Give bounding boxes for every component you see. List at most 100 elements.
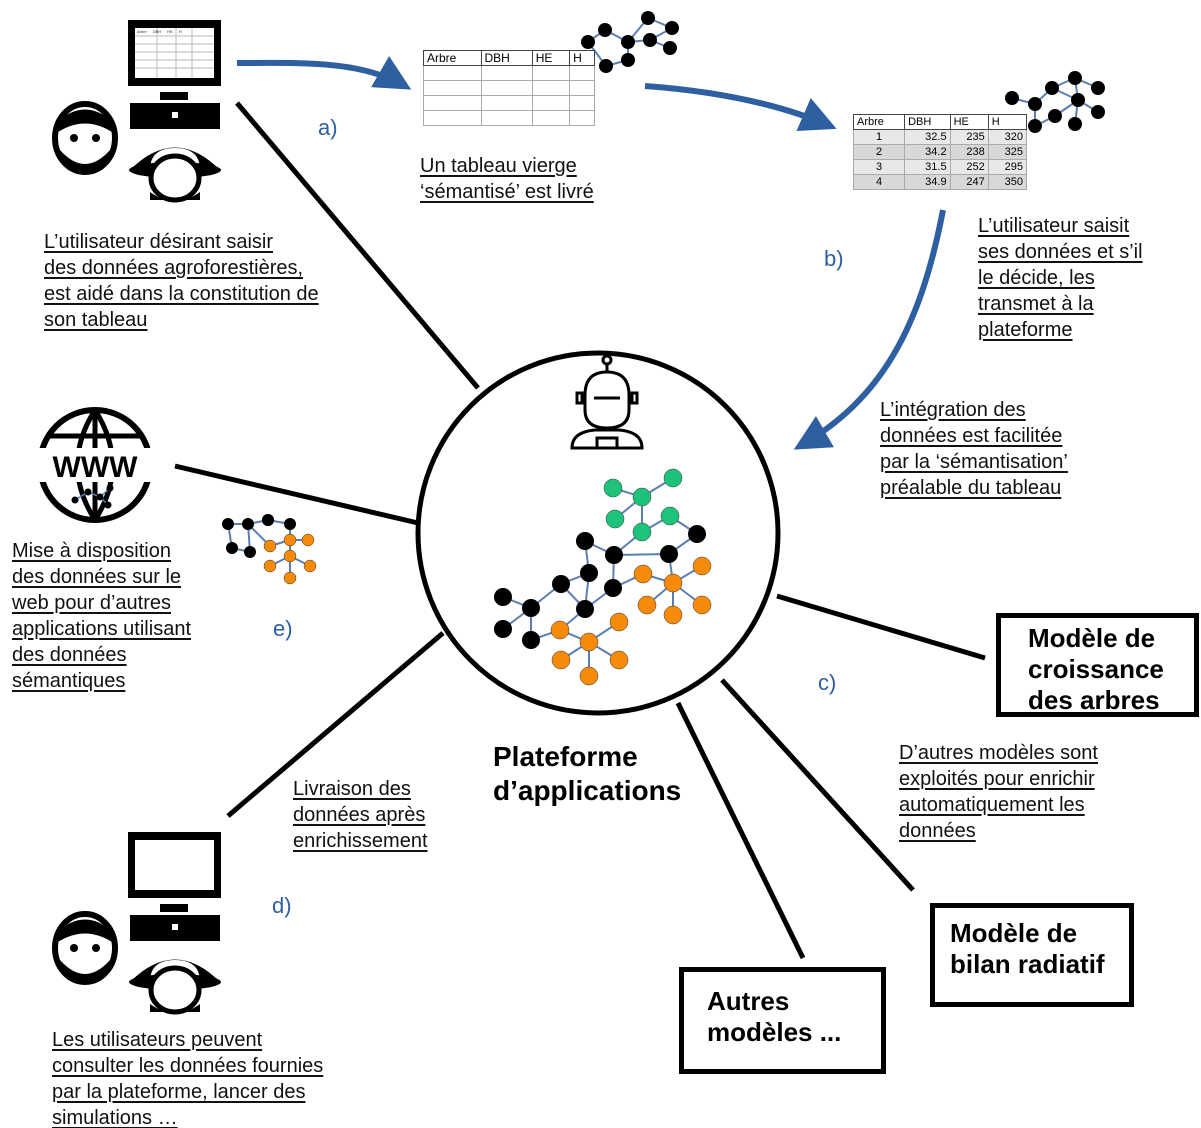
table-cell[interactable]	[569, 65, 595, 81]
table-cell[interactable]	[569, 95, 595, 111]
spoke-radiative-model	[720, 678, 915, 892]
monitor-header-cell: H	[178, 29, 182, 34]
graph-node	[663, 41, 677, 55]
table-header-row: Arbre DBH HE H	[423, 50, 595, 66]
text-line: le décide, les	[978, 267, 1095, 289]
table-cell[interactable]	[569, 110, 595, 126]
table-cell[interactable]	[423, 110, 482, 126]
platform-circle[interactable]	[415, 350, 781, 716]
step-label-e: e)	[273, 616, 293, 641]
text-line: Mise à disposition	[12, 540, 171, 562]
text-line: consulter les données fournies	[52, 1055, 324, 1077]
graph-edge	[613, 553, 670, 556]
table-cell: 32.5	[904, 129, 951, 145]
graph-node	[637, 595, 657, 615]
arrow-a	[236, 56, 412, 90]
spoke-user-bottom	[226, 631, 445, 818]
text-line: L’intégration des	[880, 399, 1026, 421]
graph-node	[1091, 105, 1105, 119]
graph-node	[579, 666, 599, 686]
text-line: par la ‘sémantisation’	[880, 451, 1068, 473]
graph-node	[663, 605, 683, 625]
user-input-text: L’utilisateur saisit ses données et s’il…	[978, 213, 1143, 343]
table-cell[interactable]	[423, 80, 482, 96]
text-line: des données	[12, 644, 127, 666]
monitor-header-cell: HE	[167, 29, 173, 34]
table-header-cell: HE	[949, 114, 989, 130]
graph-node	[663, 468, 683, 488]
graph-node	[604, 579, 622, 597]
graph-node	[263, 539, 277, 553]
table-cell[interactable]	[480, 80, 533, 96]
semantic-graph-icon	[1005, 71, 1105, 133]
table-cell[interactable]	[531, 80, 571, 96]
table-cell[interactable]	[531, 110, 571, 126]
filled-table[interactable]: Arbre DBH HE H 1 32.5 235 320 2 34.2 238…	[852, 114, 1028, 190]
text-line: Modèle de	[1028, 623, 1156, 653]
graph-node	[692, 556, 712, 576]
table-cell[interactable]	[480, 65, 533, 81]
table-cell: 350	[987, 174, 1028, 190]
graph-node	[605, 546, 623, 564]
text-line: croissance	[1028, 654, 1164, 684]
www-globe-icon[interactable]: WWW	[35, 407, 155, 523]
table-cell[interactable]	[531, 65, 571, 81]
table-cell: 252	[949, 159, 989, 175]
text-line: d’applications	[493, 775, 682, 806]
radiative-model-box[interactable]: Modèle de bilan radiatif	[930, 903, 1134, 1007]
semantic-graph-icon	[494, 468, 712, 686]
table-header-cell: DBH	[480, 50, 533, 66]
table-cell[interactable]	[531, 95, 571, 111]
text-line: bilan radiatif	[950, 949, 1105, 979]
graph-node	[643, 33, 657, 47]
table-cell: 4	[852, 174, 906, 190]
graph-node	[284, 518, 296, 530]
graph-node	[1028, 97, 1042, 111]
table-cell: 238	[949, 144, 989, 160]
graph-node	[609, 650, 629, 670]
text-line: L’utilisateur désirant saisir	[44, 231, 273, 253]
user-intro-text: L’utilisateur désirant saisir des donnée…	[44, 229, 319, 333]
text-line: D’autres modèles sont	[899, 742, 1098, 764]
text-line: ‘sémantisé’ est livré	[420, 181, 594, 203]
graph-node	[632, 487, 652, 507]
consult-text: Les utilisateurs peuvent consulter les d…	[52, 1027, 323, 1128]
graph-node	[660, 506, 680, 526]
blank-table[interactable]: Arbre DBH HE H	[423, 50, 595, 126]
monitor-header-cell: Arbre	[137, 29, 147, 34]
graph-node	[665, 21, 679, 35]
table-cell[interactable]	[569, 80, 595, 96]
text-line: enrichissement	[293, 830, 428, 852]
table-cell: 3	[852, 159, 906, 175]
graph-node	[283, 571, 297, 585]
graph-node	[242, 518, 254, 530]
web-text: Mise à disposition des données sur le we…	[12, 538, 191, 694]
graph-node	[1091, 81, 1105, 95]
spoke-growth-model	[776, 593, 986, 661]
table-header-cell: Arbre	[423, 50, 482, 66]
table-cell[interactable]	[480, 110, 533, 126]
text-line: ses données et s’il	[978, 241, 1143, 263]
spoke-web	[174, 463, 419, 526]
text-line: Les utilisateurs peuvent	[52, 1029, 263, 1051]
text-line: Modèle de	[950, 918, 1078, 948]
graph-node	[663, 573, 683, 593]
table-cell[interactable]	[480, 95, 533, 111]
table-header-cell: DBH	[904, 114, 951, 130]
integration-text: L’intégration des données est facilitée …	[880, 397, 1068, 501]
graph-node	[599, 59, 613, 73]
user-with-computer-icon	[52, 20, 221, 203]
platform-label: Plateforme d’applications	[493, 740, 681, 808]
graph-node	[522, 631, 540, 649]
text-line: simulations …	[52, 1107, 178, 1128]
graph-node	[222, 518, 234, 530]
step-label-a: a)	[318, 115, 338, 140]
table-cell[interactable]	[423, 65, 482, 81]
blank-table-caption: Un tableau vierge ‘sémantisé’ est livré	[420, 153, 594, 205]
other-models-box[interactable]: Autres modèles ...	[679, 967, 886, 1074]
table-cell: 295	[987, 159, 1028, 175]
growth-model-box[interactable]: Modèle de croissance des arbres	[996, 613, 1199, 717]
table-cell[interactable]	[423, 95, 482, 111]
graph-node	[550, 620, 570, 640]
monitor-header-cell: DBH	[152, 29, 162, 34]
